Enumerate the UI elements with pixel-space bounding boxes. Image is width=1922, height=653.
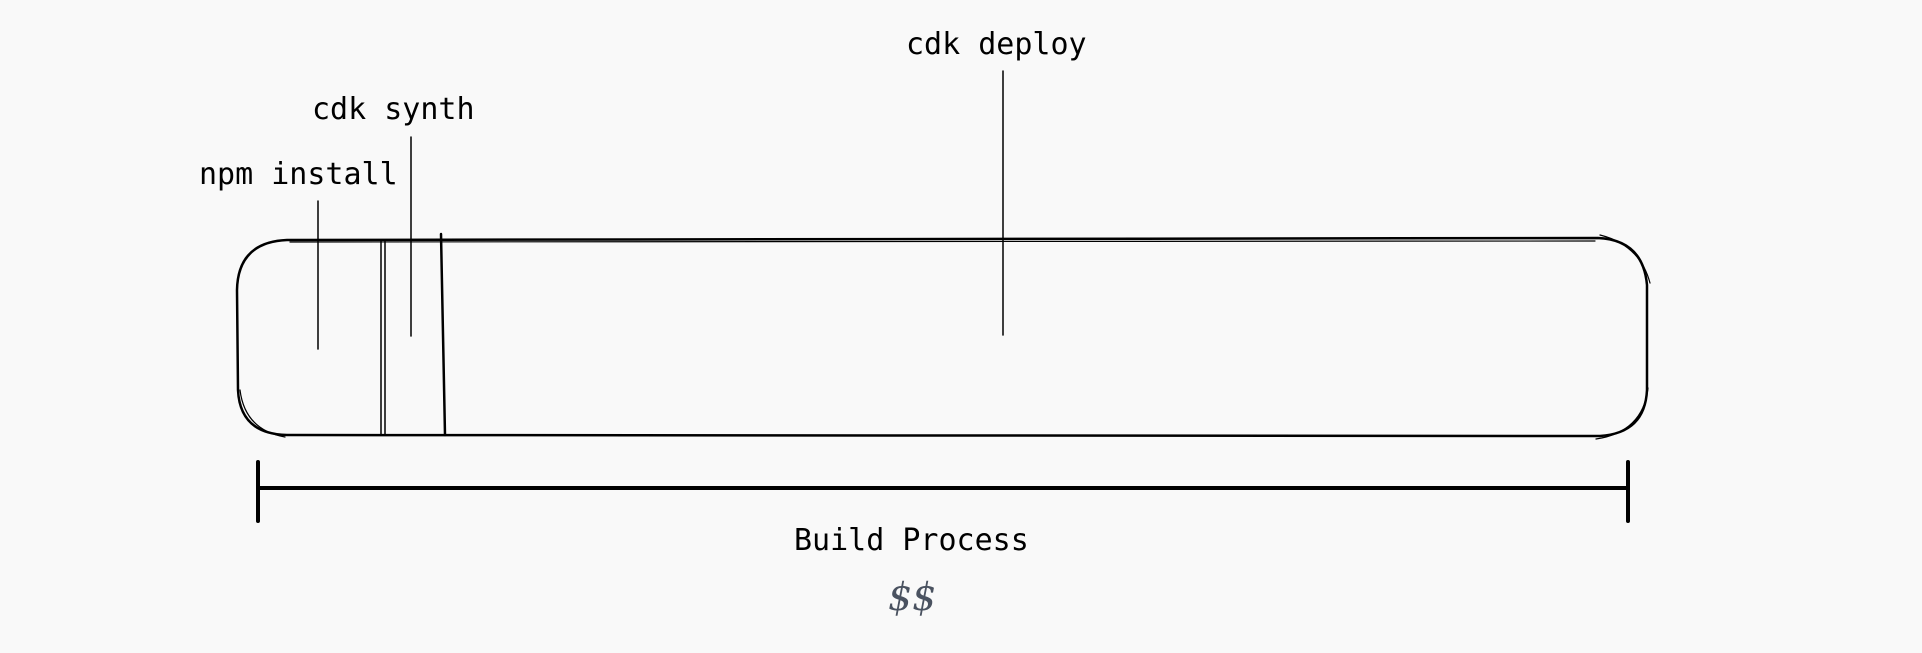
npm-install-label: npm install — [199, 157, 398, 192]
build-process-label: Build Process — [794, 523, 1029, 558]
build-process-bracket — [256, 460, 1630, 523]
process-box — [235, 236, 1649, 438]
cdk-synth-divider — [439, 232, 447, 437]
cost-label: $$ — [888, 575, 937, 619]
cdk-synth-label: cdk synth — [312, 92, 475, 127]
cdk-deploy-label: cdk deploy — [906, 27, 1087, 62]
